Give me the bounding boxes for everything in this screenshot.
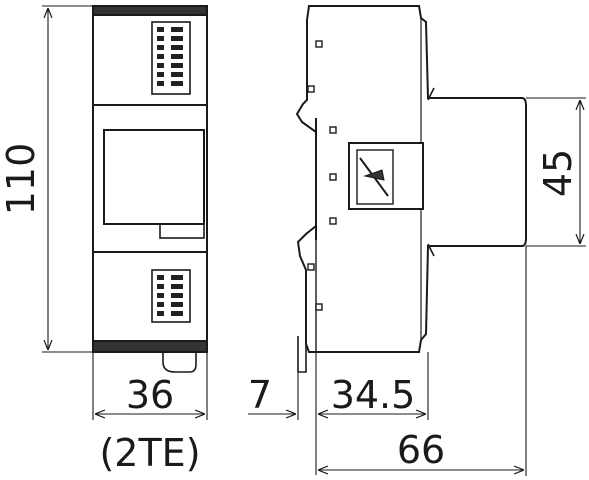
dimension-front-depth-label: 34.5: [331, 373, 416, 417]
dimension-height-label: 110: [0, 143, 43, 216]
dimension-lines: [42, 5, 586, 476]
dimension-total-depth-label: 66: [397, 428, 445, 472]
front-module-window: [103, 129, 205, 225]
dimension-width-label: 36: [126, 373, 174, 417]
upper-terminal-block: [151, 21, 191, 95]
side-slots: [307, 40, 337, 311]
side-view: [295, 5, 527, 373]
front-rail-clip: [162, 352, 197, 373]
front-top-cap: [92, 5, 208, 16]
lower-terminal-block: [151, 269, 191, 323]
status-indicator-window: [348, 142, 424, 210]
dimension-rail-height-label: 45: [536, 149, 580, 197]
front-bottom-cap: [92, 340, 208, 353]
dimension-module-width-label: (2TE): [99, 431, 200, 475]
dimension-rail-offset-label: 7: [248, 373, 272, 417]
front-view: [92, 5, 208, 373]
side-profile: [295, 5, 527, 353]
